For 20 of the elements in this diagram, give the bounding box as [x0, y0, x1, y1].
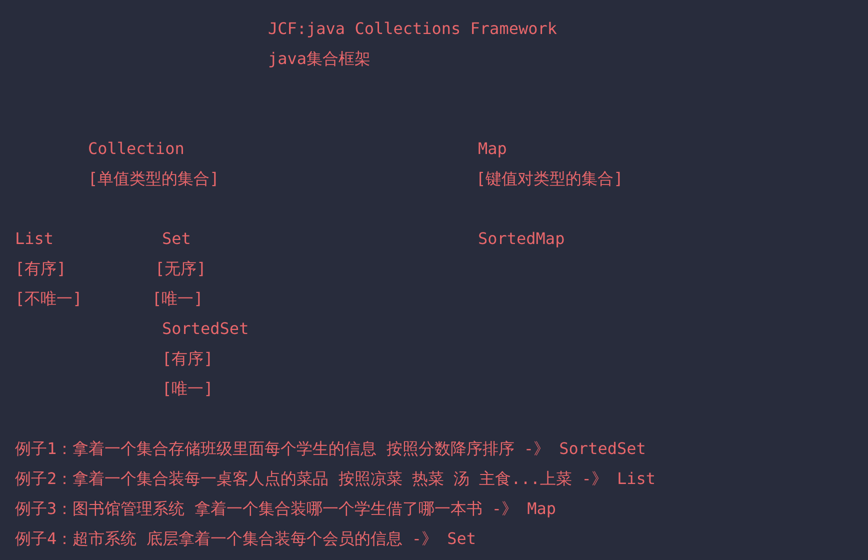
text-label: [唯一] — [162, 378, 214, 400]
title: JCF:java Collections Framework — [268, 18, 557, 40]
example-line: 例子3：图书馆管理系统 拿着一个集合装哪一个学生借了哪一本书 -》 Map — [15, 498, 556, 520]
text-label: [单值类型的集合] — [88, 168, 220, 190]
text-label: [不唯一] — [15, 288, 82, 310]
example-line: 例子4：超市系统 底层拿着一个集合装每个会员的信息 -》 Set — [15, 528, 476, 550]
text-label: List — [15, 228, 54, 250]
subtitle: java集合框架 — [268, 48, 371, 70]
text-label: Set — [162, 228, 191, 250]
text-label: SortedSet — [162, 318, 249, 340]
text-label: Map — [478, 138, 507, 160]
text-label: Collection — [88, 138, 184, 160]
example-line: 例子2：拿着一个集合装每一桌客人点的菜品 按照凉菜 热菜 汤 主食...上菜 -》 List — [15, 468, 656, 490]
text-label: SortedMap — [478, 228, 565, 250]
text-label: [键值对类型的集合] — [476, 168, 624, 190]
text-label: [唯一] — [152, 288, 204, 310]
example-line: 例子1：拿着一个集合存储班级里面每个学生的信息 按照分数降序排序 -》 SortedSet — [15, 438, 646, 460]
text-label: [有序] — [162, 348, 214, 370]
text-label: [无序] — [155, 258, 206, 280]
text-label: [有序] — [15, 258, 66, 280]
